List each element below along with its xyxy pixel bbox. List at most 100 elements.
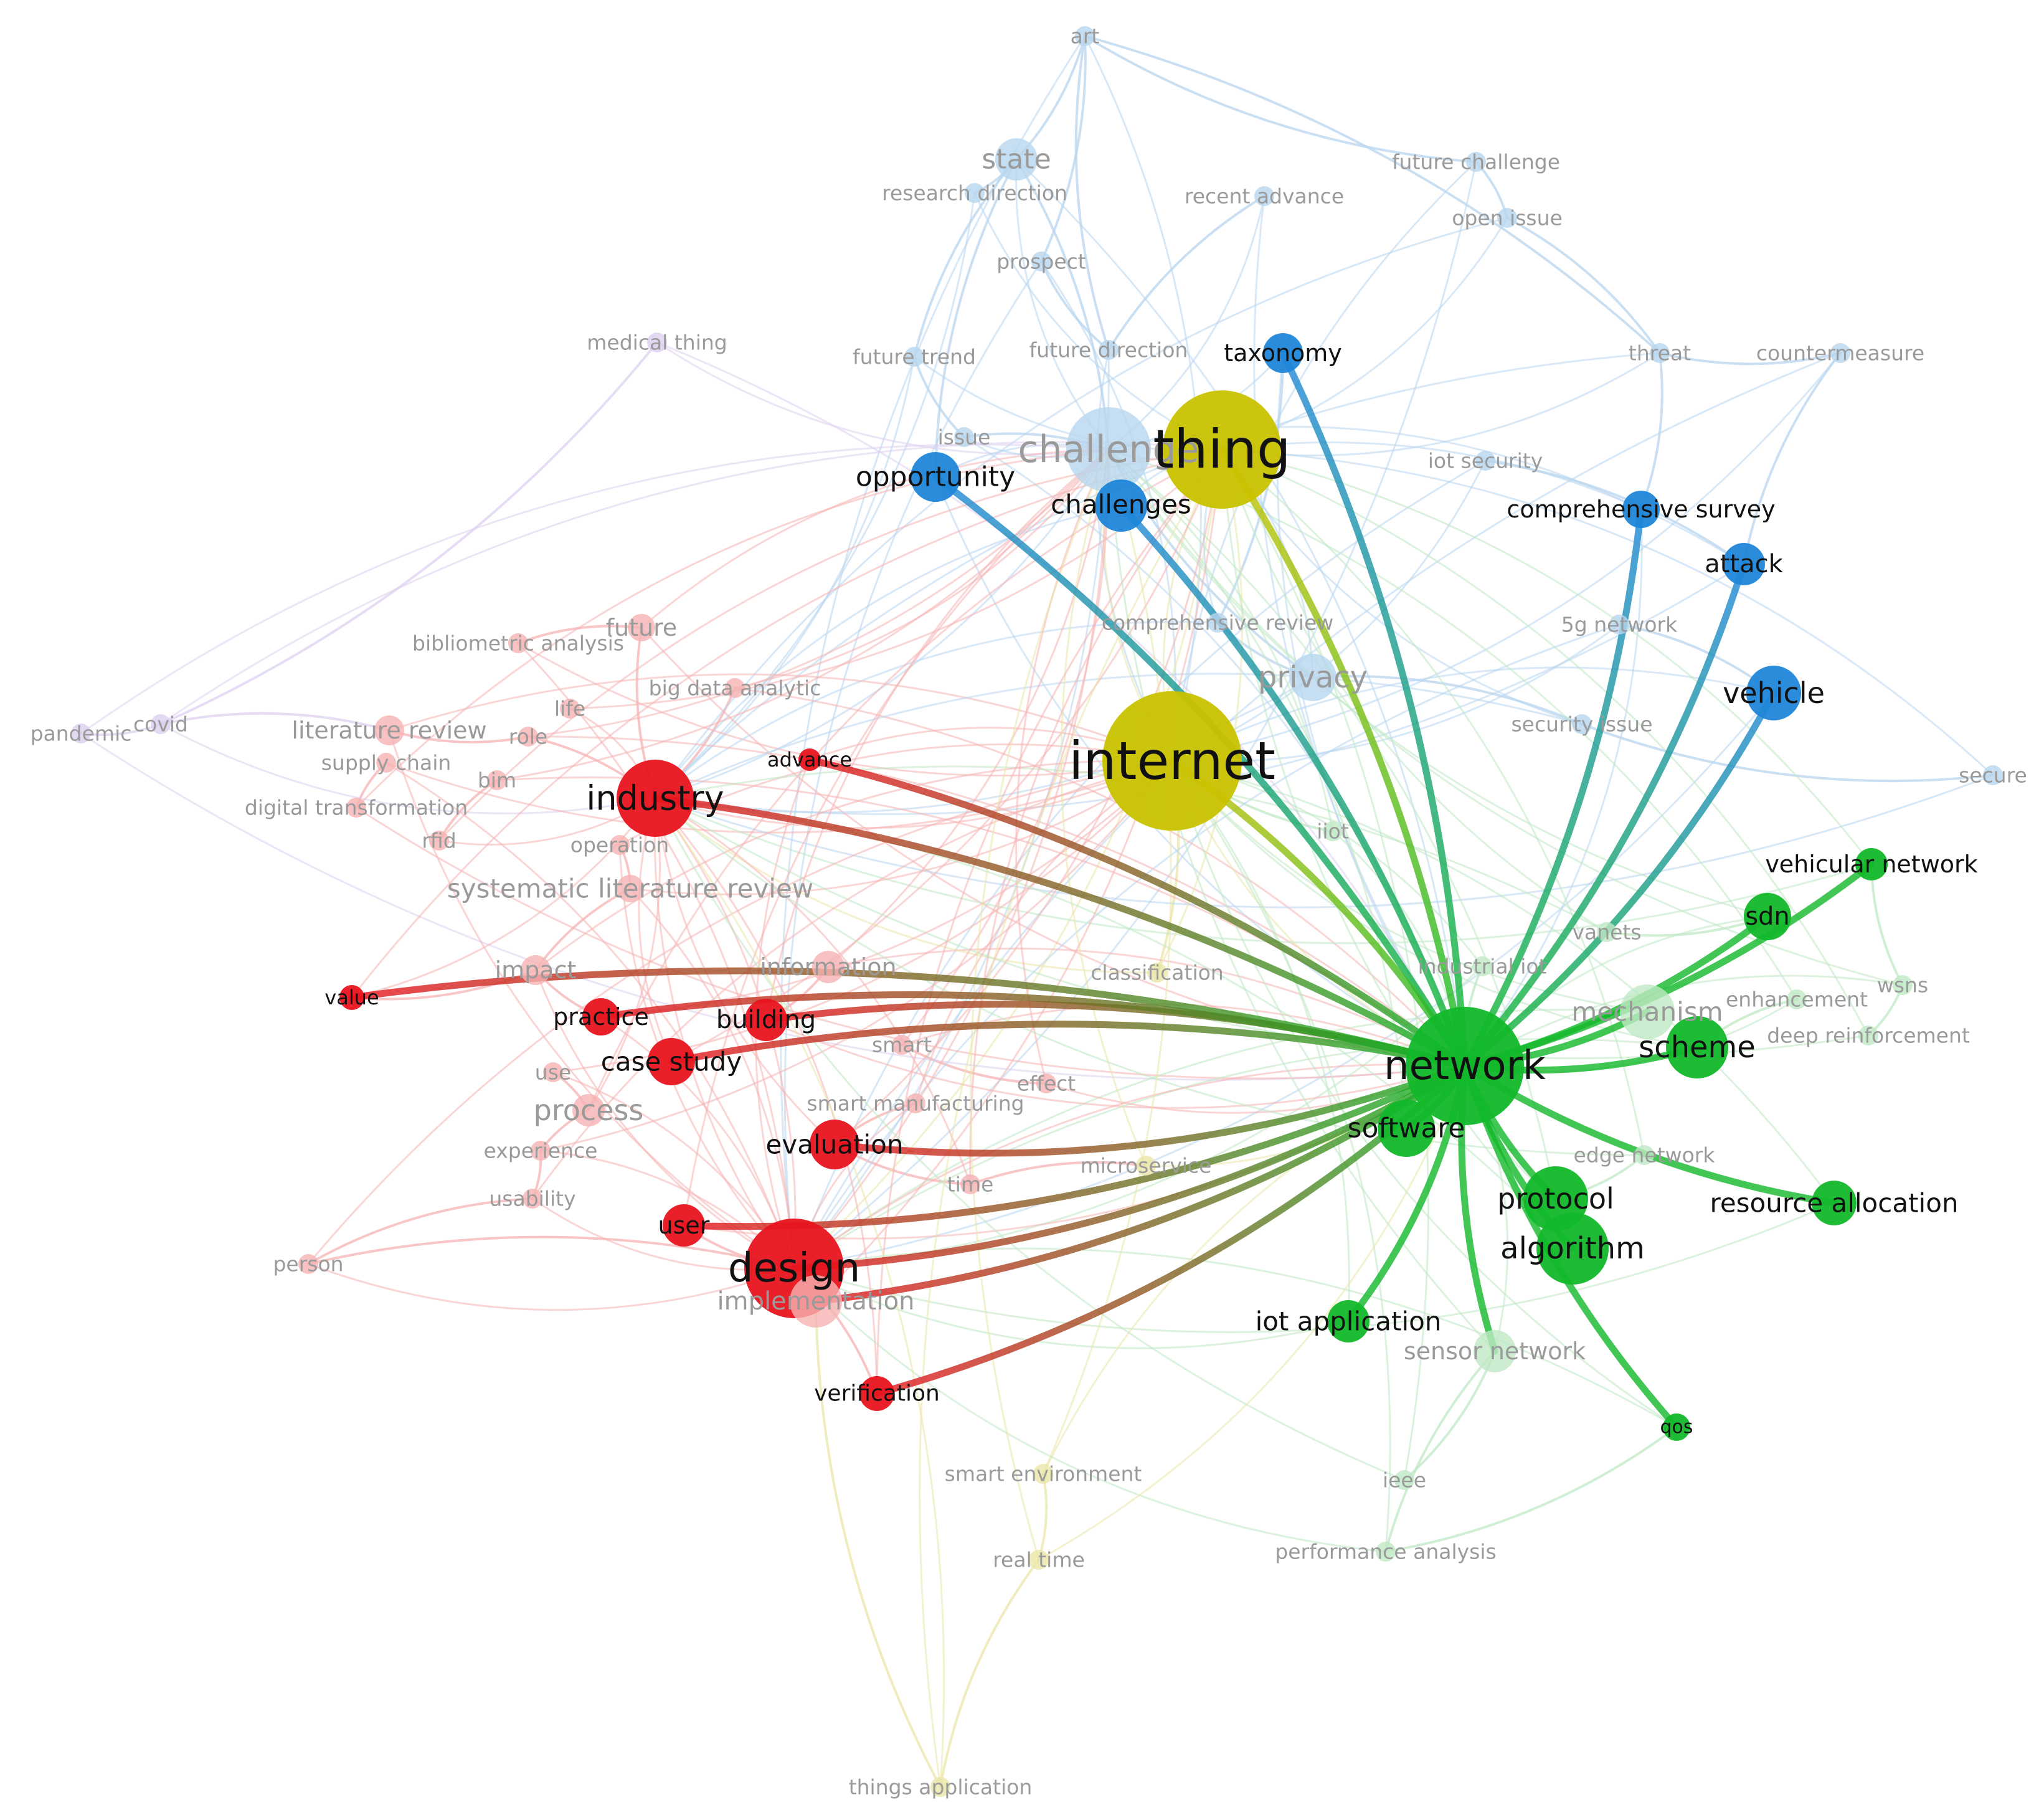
node-smart-environment[interactable] — [1033, 1464, 1053, 1484]
node-qos[interactable] — [1663, 1413, 1690, 1441]
node-issue[interactable] — [954, 427, 974, 447]
node-medical-thing[interactable] — [647, 333, 667, 352]
node-challenges[interactable] — [1095, 479, 1147, 532]
node-privacy[interactable] — [1289, 654, 1337, 701]
node-time[interactable] — [960, 1174, 980, 1194]
node-state[interactable] — [995, 138, 1038, 181]
node-experience[interactable] — [531, 1141, 551, 1161]
node-systematic-literature-review[interactable] — [617, 875, 644, 902]
node-taxonomy[interactable] — [1263, 333, 1303, 373]
node-future[interactable] — [628, 614, 655, 641]
node-attack[interactable] — [1723, 543, 1765, 585]
node-comprehensive-review[interactable] — [1208, 613, 1228, 633]
node-real-time[interactable] — [1029, 1550, 1049, 1570]
node-information[interactable] — [812, 951, 845, 983]
node-comprehensive-survey[interactable] — [1622, 491, 1660, 528]
node-industry[interactable] — [617, 760, 694, 837]
node-covid[interactable] — [151, 714, 171, 734]
node-iiot[interactable] — [1323, 821, 1343, 841]
node-operation[interactable] — [610, 835, 630, 855]
node-vanets[interactable] — [1597, 922, 1617, 942]
node-vehicular-network[interactable] — [1855, 848, 1888, 880]
node-ieee[interactable] — [1394, 1470, 1414, 1490]
node-mechanism[interactable] — [1620, 984, 1675, 1039]
node-impact[interactable] — [521, 955, 551, 985]
node-challenge[interactable] — [1066, 407, 1151, 492]
node-use[interactable] — [543, 1062, 563, 1082]
node-prospect[interactable] — [1031, 252, 1051, 271]
node-scheme[interactable] — [1666, 1016, 1728, 1078]
edge-network-practice — [597, 991, 1469, 1070]
node-verification[interactable] — [859, 1376, 894, 1411]
node-security-issue[interactable] — [1572, 714, 1592, 734]
node-person[interactable] — [298, 1254, 318, 1274]
node-network[interactable] — [1406, 1007, 1524, 1125]
node-countermeasure[interactable] — [1830, 343, 1850, 363]
node-evaluation[interactable] — [810, 1120, 859, 1169]
node-process[interactable] — [572, 1094, 605, 1126]
node-secure[interactable] — [1983, 765, 2003, 785]
node-iot-application[interactable] — [1327, 1300, 1370, 1342]
node-implementation[interactable] — [790, 1275, 842, 1328]
node-effect[interactable] — [1036, 1073, 1056, 1093]
node-supply-chain[interactable] — [376, 753, 396, 773]
label-iot-application: iot application — [1256, 1306, 1442, 1337]
node-building[interactable] — [745, 999, 787, 1041]
label-vehicle: vehicle — [1723, 676, 1825, 710]
node-resource-allocation[interactable] — [1812, 1181, 1857, 1225]
node-advance[interactable] — [798, 748, 821, 771]
node-recent-advance[interactable] — [1254, 186, 1274, 206]
node-big-data-analytic[interactable] — [725, 678, 745, 698]
label-advance: advance — [767, 748, 852, 771]
node-performance-analysis[interactable] — [1376, 1542, 1396, 1562]
node-internet[interactable] — [1102, 691, 1242, 831]
node-rfid[interactable] — [429, 831, 449, 851]
node-research-direction[interactable] — [965, 183, 985, 203]
faint-edge-supply-chain-design — [385, 762, 795, 1270]
node-art[interactable] — [1075, 26, 1095, 46]
node-digital-transformation[interactable] — [346, 798, 366, 818]
node-future-trend[interactable] — [904, 347, 924, 367]
node-vehicle[interactable] — [1746, 666, 1801, 720]
node-5g-network[interactable] — [1609, 615, 1629, 634]
node-smart-manufacturing[interactable] — [906, 1093, 925, 1113]
node-sensor-network[interactable] — [1474, 1330, 1516, 1372]
node-life[interactable] — [560, 699, 580, 719]
label-digital-transformation: digital transformation — [245, 796, 468, 820]
node-microservice[interactable] — [1136, 1156, 1156, 1176]
node-enhancement[interactable] — [1787, 989, 1807, 1009]
node-opportunity[interactable] — [911, 452, 960, 502]
node-things-application[interactable] — [930, 1777, 950, 1797]
node-deep-reinforcement[interactable] — [1858, 1026, 1878, 1045]
node-future-challenge[interactable] — [1466, 152, 1486, 172]
node-smart[interactable] — [892, 1035, 912, 1055]
node-thing[interactable] — [1163, 390, 1281, 509]
node-bim[interactable] — [487, 770, 507, 790]
label-privacy: privacy — [1258, 660, 1368, 695]
node-wsns[interactable] — [1893, 975, 1913, 995]
faint-edge-role-network — [527, 735, 1466, 1067]
node-open-issue[interactable] — [1497, 208, 1517, 228]
node-software[interactable] — [1378, 1100, 1435, 1157]
node-classification[interactable] — [1147, 963, 1167, 983]
node-industrial-iot[interactable] — [1472, 956, 1492, 976]
node-literature-review[interactable] — [374, 715, 404, 745]
faint-edge-medical-thing-covid — [159, 341, 658, 725]
node-value[interactable] — [339, 985, 364, 1010]
label-sdn: sdn — [1745, 902, 1790, 931]
node-pandemic[interactable] — [71, 724, 91, 743]
node-bibliometric-analysis[interactable] — [508, 633, 528, 653]
node-future-direction[interactable] — [1099, 340, 1119, 360]
node-algorithm[interactable] — [1536, 1212, 1609, 1285]
label-deep-reinforcement: deep reinforcement — [1767, 1024, 1970, 1048]
node-iot-security[interactable] — [1475, 451, 1495, 471]
label-vanets: vanets — [1572, 920, 1641, 945]
node-usability[interactable] — [523, 1189, 542, 1209]
node-user[interactable] — [663, 1204, 705, 1247]
node-threat[interactable] — [1650, 343, 1670, 363]
node-practice[interactable] — [582, 998, 620, 1035]
node-edge-network[interactable] — [1634, 1145, 1654, 1165]
node-sdn[interactable] — [1744, 893, 1791, 940]
node-case-study[interactable] — [648, 1038, 695, 1085]
node-role[interactable] — [518, 727, 538, 747]
